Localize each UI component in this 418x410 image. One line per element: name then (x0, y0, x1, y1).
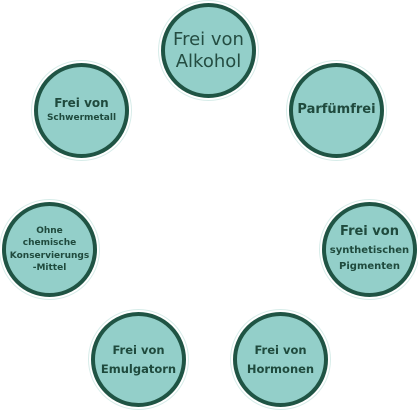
badge-frei-von-hormonen: Frei von Hormonen (233, 312, 328, 407)
badge-line: Alkohol (175, 50, 242, 72)
badge-frei-von-alkohol: Frei von Alkohol (161, 3, 256, 98)
badge-line: Konservierungs (9, 250, 90, 261)
badge-frei-von-synthetischen-pigmenten: Frei von synthetischen Pigmenten (322, 202, 417, 297)
badge-line: Frei von (112, 343, 165, 358)
badge-line: -Mittel (32, 262, 67, 273)
badge-parfuemfrei: Parfümfrei (289, 63, 384, 158)
badge-line: Schwermetall (46, 113, 117, 124)
badge-line: Parfümfrei (297, 102, 376, 118)
badge-line: synthetischen (329, 245, 410, 257)
badge-line: Frei von (254, 343, 307, 358)
badge-frei-von-emulgatoren: Frei von Emulgatorn (91, 312, 186, 407)
badge-line: Ohne (36, 226, 63, 237)
badge-line: Pigmenten (339, 261, 400, 273)
badge-ohne-konservierungsmittel: Ohne chemische Konservierungs -Mittel (2, 202, 97, 297)
badge-line: Emulgatorn (100, 361, 177, 376)
badge-line: Frei von (173, 28, 244, 50)
badge-line: Hormonen (246, 361, 315, 376)
badge-line: Frei von (54, 96, 109, 111)
badge-line: chemische (22, 238, 77, 249)
badge-frei-von-schwermetall: Frei von Schwermetall (34, 63, 129, 158)
badge-line: Frei von (340, 223, 399, 239)
